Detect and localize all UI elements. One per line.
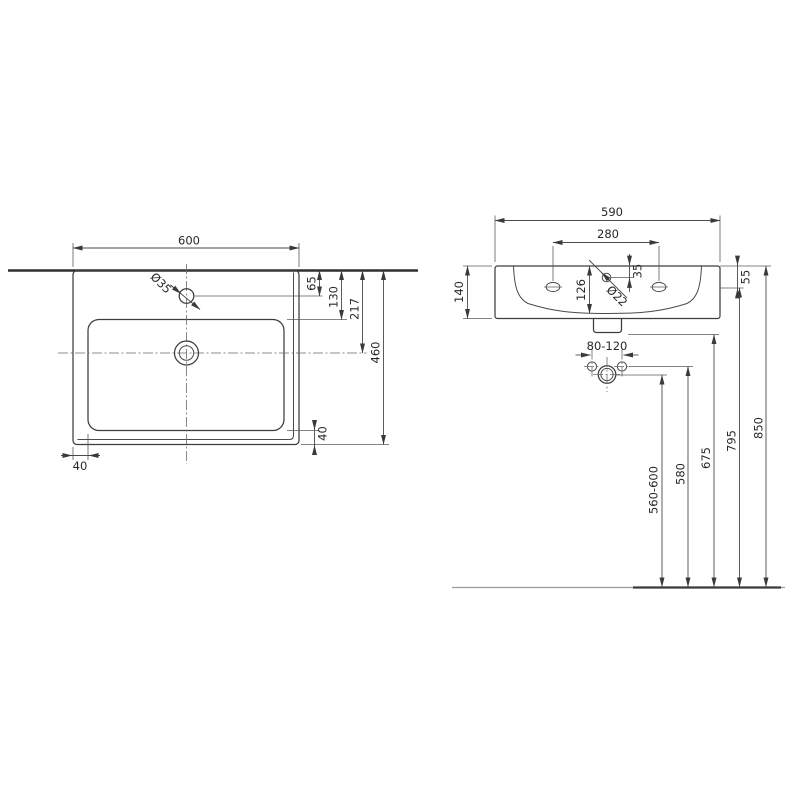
dim-label-bracket-height: 580	[674, 463, 688, 485]
basin-outline	[87, 318, 285, 432]
dim-fixing-from-top: 55	[720, 255, 771, 299]
dim-top-depth: 460	[301, 270, 389, 445]
dim-label-basin-to-front-edge: 40	[316, 426, 330, 441]
bracket-hole-right	[614, 349, 630, 379]
dim-basin-from-wall: 130	[287, 270, 347, 320]
dim-label-outlet-height: 675	[699, 447, 713, 469]
dim-label-tap-hole-from-wall: 65	[305, 276, 319, 291]
dim-top-width: 600	[72, 234, 300, 267]
dim-label-basin-inner-depth: 126	[574, 279, 588, 301]
dim-label-basin-from-wall: 130	[327, 286, 341, 308]
dim-trap-height: 560-600	[616, 374, 667, 588]
dim-label-top-width: 600	[178, 234, 200, 248]
drain-hole	[173, 340, 200, 366]
tap-hole-leader-arrow	[170, 284, 182, 295]
dim-label-trap-height: 560-600	[647, 466, 661, 514]
dim-label-drain-from-wall: 217	[348, 298, 362, 320]
bracket-hole-left	[584, 349, 600, 379]
dim-basin-to-front-edge: 40	[287, 420, 330, 455]
dim-bracket-hole-spacing: 80-120	[575, 339, 639, 358]
top-view-plan: Ø35 600 65 130 217	[8, 234, 418, 473]
dim-label-basin-to-side-edge: 40	[73, 459, 88, 473]
dim-basin-inner-depth: 126	[574, 265, 592, 314]
drain-hole-outer	[173, 340, 200, 366]
dim-label-overflow-from-top: 35	[631, 264, 645, 279]
fixing-hole-left	[544, 281, 562, 293]
dim-overflow-from-top: 35	[610, 254, 645, 292]
overflow-callout: Ø22	[588, 259, 631, 310]
fixing-hole-right	[650, 281, 668, 293]
front-view: Ø22 590 280 140 126	[452, 205, 785, 589]
dim-label-fixing-from-top: 55	[739, 270, 753, 285]
sink-rim-inner-edge	[77, 272, 294, 440]
sink-outer-rim	[72, 269, 300, 446]
dim-label-overflow-diameter: Ø22	[604, 283, 631, 310]
dim-deck-hole-spacing: 280	[552, 227, 660, 281]
dim-front-width: 590	[494, 205, 721, 262]
sink-front-outline	[494, 265, 721, 320]
overflow-leader-arrow	[601, 272, 611, 282]
dim-label-front-height: 140	[452, 281, 466, 303]
basin-interior-line	[513, 266, 702, 315]
drain-hole-inner	[178, 345, 195, 361]
dim-label-tap-hole-diameter: Ø35	[148, 270, 175, 297]
dim-label-front-width: 590	[601, 205, 623, 219]
drain-pipe	[593, 357, 621, 392]
dim-rim-height: 850	[752, 265, 769, 588]
dim-outlet-height: 675	[628, 334, 719, 588]
dim-bracket-height: 580	[629, 366, 693, 588]
dim-front-height: 140	[452, 265, 492, 319]
dim-label-bracket-hole-spacing: 80-120	[587, 339, 628, 353]
drain-outlet	[592, 318, 623, 334]
dim-label-deck-hole-spacing: 280	[597, 227, 619, 241]
dim-label-rim-height: 850	[752, 417, 766, 439]
tap-hole-callout: Ø35	[148, 270, 201, 310]
dim-tap-hole-from-wall: 65	[305, 270, 322, 297]
dim-label-top-depth: 460	[369, 342, 383, 364]
tap-hole	[178, 288, 195, 304]
dim-basin-to-side-edge: 40	[61, 434, 100, 473]
dim-fixing-height: 795	[725, 287, 742, 588]
dim-label-fixing-height: 795	[725, 430, 739, 452]
dim-drain-from-wall: 217	[348, 270, 365, 354]
